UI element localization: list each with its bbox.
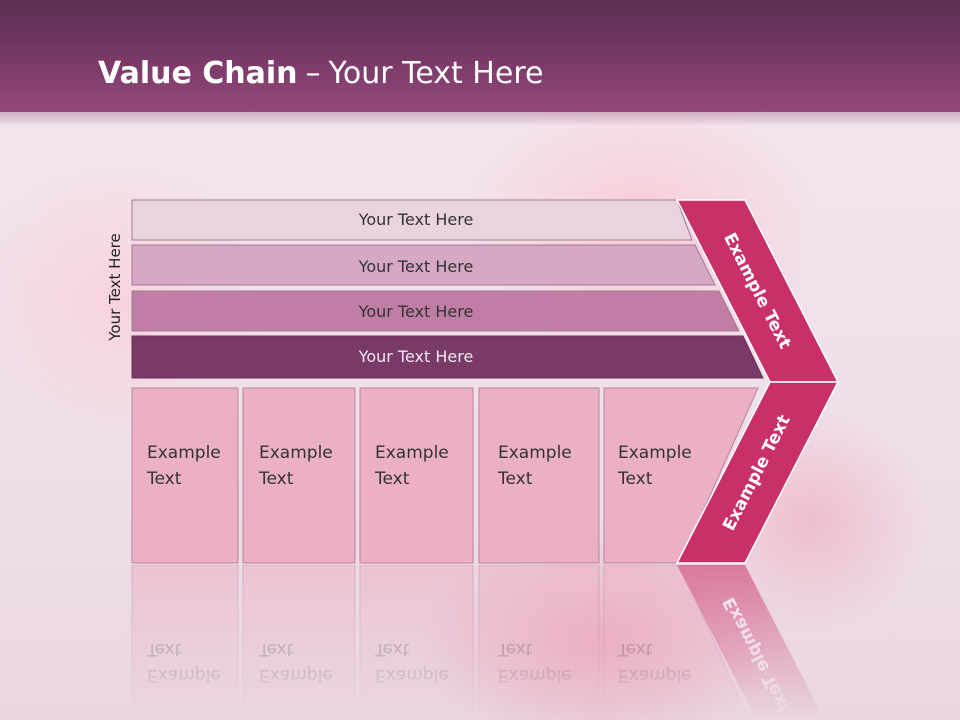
column-4-line2: Text: [497, 469, 533, 489]
reflection-column-4-line2: Text: [497, 639, 533, 659]
column-3-line1: Example: [375, 443, 449, 463]
bar-4[interactable]: [131, 335, 764, 379]
column-5-line1: Example: [618, 443, 692, 463]
title-dash: –: [305, 56, 321, 91]
reflection-column-1-line1: Example: [147, 665, 221, 685]
title-bold: Value Chain: [98, 56, 298, 91]
column-4-line1: Example: [498, 443, 572, 463]
column-2-line1: Example: [259, 443, 333, 463]
column-1-line2: Text: [146, 469, 182, 489]
column-1-line1: Example: [147, 443, 221, 463]
bar-3[interactable]: [131, 290, 740, 332]
reflection-column-2-line1: Example: [259, 665, 333, 685]
column-3[interactable]: [359, 387, 474, 564]
bar-3-label: Your Text Here: [358, 302, 474, 321]
chevron-lower[interactable]: [675, 381, 840, 564]
slide-title[interactable]: Value Chain–Your Text Here: [98, 54, 543, 94]
reflection-column-1-line2: Text: [146, 639, 182, 659]
reflection-column-3-line1: Example: [375, 665, 449, 685]
title-rest: Your Text Here: [328, 56, 544, 91]
column-5-line2: Text: [617, 469, 653, 489]
reflection-column-5-line2: Text: [617, 639, 653, 659]
reflection-column-4-line1: Example: [498, 665, 572, 685]
bar-4-label: Your Text Here: [358, 347, 474, 366]
diagram-reflection: Example Text Example Text Example Text E…: [131, 564, 825, 720]
reflection-column-5-line1: Example: [618, 665, 692, 685]
reflection-column-2-line2: Text: [258, 639, 294, 659]
column-1[interactable]: [131, 387, 239, 564]
title-bar: [0, 0, 960, 126]
bar-1-label: Your Text Here: [358, 210, 474, 229]
reflection-column-3-line2: Text: [374, 639, 410, 659]
column-2[interactable]: [242, 387, 356, 564]
column-4[interactable]: [478, 387, 600, 564]
bar-2-label: Your Text Here: [358, 257, 474, 276]
bar-1[interactable]: [131, 199, 693, 241]
bar-2[interactable]: [131, 244, 716, 286]
column-2-line2: Text: [258, 469, 294, 489]
column-3-line2: Text: [374, 469, 410, 489]
